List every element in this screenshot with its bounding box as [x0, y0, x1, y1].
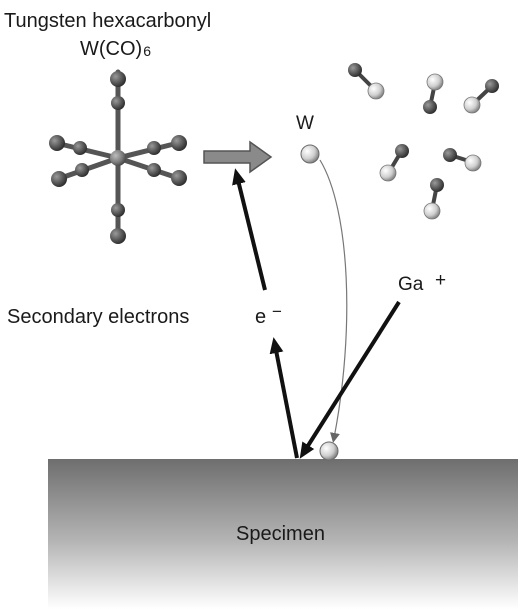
electron-label: e: [255, 306, 267, 328]
carbon-monoxide-molecules: [348, 63, 499, 220]
electron-to-molecule-arrow: [232, 168, 267, 291]
gallium-ion-label: Ga: [398, 274, 424, 295]
secondary-electrons-label: Secondary electrons: [7, 306, 190, 328]
gallium-ion-beam-arrow: [299, 300, 401, 459]
molecule-name: Tungsten hexacarbonyl: [4, 10, 212, 32]
tungsten-atom-label: W: [296, 113, 314, 134]
specimen-label: Specimen: [236, 523, 325, 545]
secondary-electron-arrow: [269, 337, 299, 459]
molecule-formula: W(CO)6: [80, 39, 151, 59]
deposition-path: [319, 159, 348, 443]
decomposition-arrow: [203, 140, 273, 174]
deposited-tungsten-atom: [319, 441, 339, 461]
gallium-ion-charge: +: [435, 270, 447, 291]
formula-text: W(CO): [80, 38, 143, 60]
tungsten-atom: [300, 144, 320, 164]
tungsten-hexacarbonyl-molecule: [49, 69, 187, 244]
formula-subscript: 6: [143, 43, 151, 59]
electron-charge: −: [272, 302, 282, 321]
specimen-block: [48, 459, 518, 609]
